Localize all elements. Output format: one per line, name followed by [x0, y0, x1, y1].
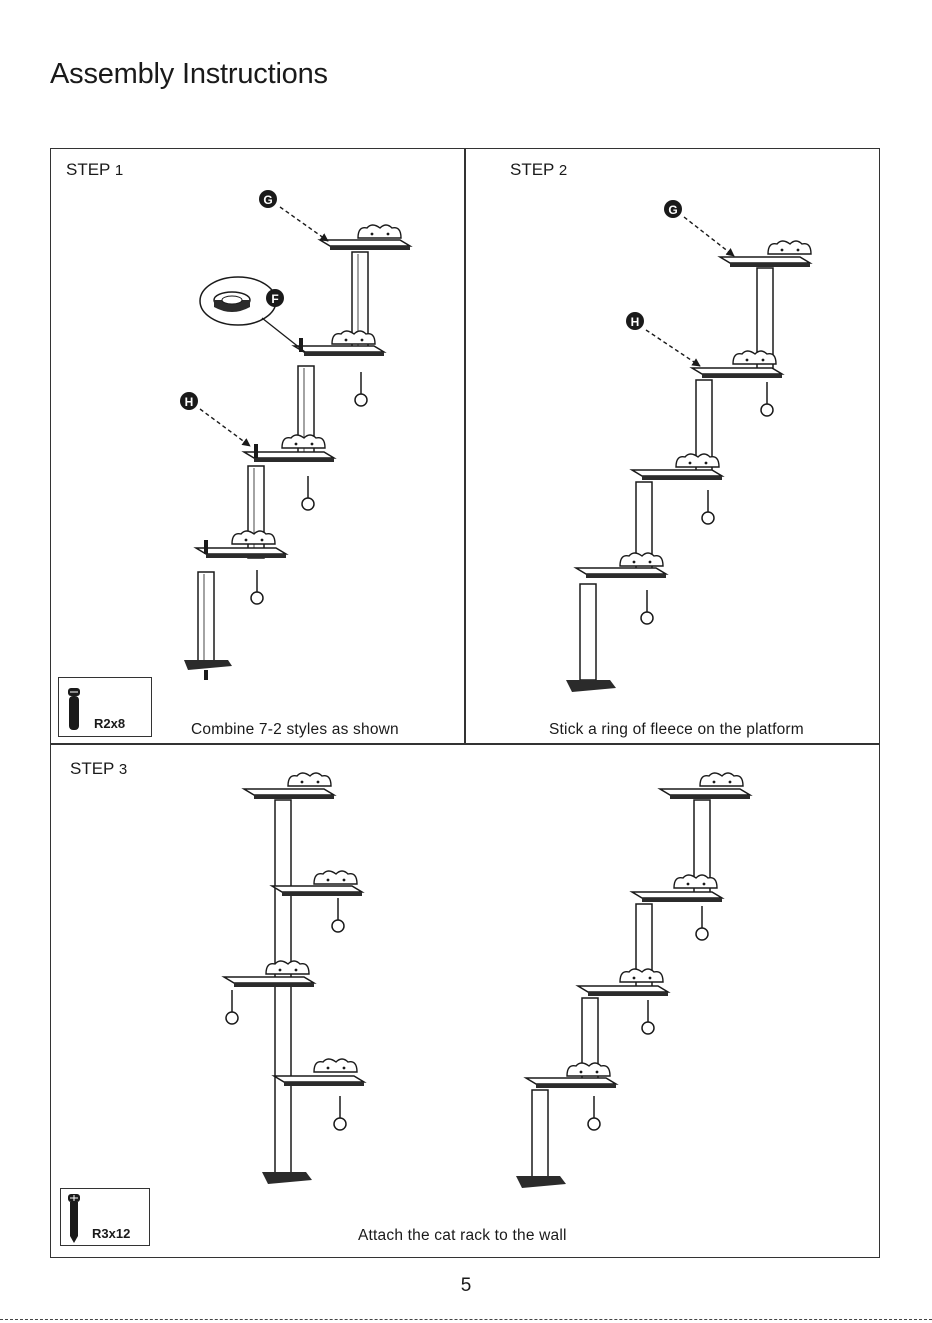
hanging-ball	[642, 1000, 654, 1034]
platform-board	[660, 789, 750, 799]
bumper-ears	[282, 435, 325, 448]
long-screw-icon	[68, 1194, 80, 1243]
platform-board	[720, 257, 810, 267]
sisal-post	[198, 572, 214, 662]
hanging-ball	[332, 898, 344, 932]
callout-f-letter: F	[271, 292, 278, 306]
hanging-ball	[696, 906, 708, 940]
hanging-ball	[251, 570, 263, 604]
sisal-post	[580, 584, 596, 680]
hanging-ball	[588, 1096, 600, 1130]
platform-board	[272, 886, 362, 896]
callout-h-letter: H	[185, 395, 194, 409]
platform-board	[578, 986, 668, 996]
platform-board	[576, 568, 666, 578]
bumper-ears	[700, 773, 743, 786]
platform-board	[692, 368, 782, 378]
hanging-ball	[302, 476, 314, 510]
bumper-ears	[232, 531, 275, 544]
sisal-post	[532, 1090, 548, 1178]
bumper-ears	[358, 225, 401, 238]
bumper-ears	[314, 871, 357, 884]
hanging-ball	[226, 990, 238, 1024]
sisal-post	[275, 800, 291, 1178]
platform-board	[632, 470, 722, 480]
callout-g-letter: G	[668, 203, 677, 217]
bumper-ears	[314, 1059, 357, 1072]
hanging-ball	[702, 490, 714, 524]
step-3-staircase-rack	[516, 773, 750, 1188]
bumper-ears	[620, 969, 663, 982]
platform-board	[526, 1078, 616, 1088]
platform-board	[294, 346, 384, 356]
callout-h-letter: H	[631, 315, 640, 329]
hanging-ball	[355, 372, 367, 406]
wall-base	[516, 1176, 566, 1188]
hanging-ball	[761, 382, 773, 416]
callout-g-letter: G	[263, 193, 272, 207]
wall-base	[262, 1172, 312, 1184]
hanging-ball	[641, 590, 653, 624]
bumper-ears	[768, 241, 811, 254]
bumper-ears	[266, 961, 309, 974]
screw-icon	[68, 688, 80, 730]
platform-board	[244, 789, 334, 799]
platform-board	[320, 240, 410, 250]
platform-board	[274, 1076, 364, 1086]
wall-base	[566, 680, 616, 692]
step-2-assembled-view: G H	[566, 200, 811, 692]
bumper-ears	[288, 773, 331, 786]
platform-board	[224, 977, 314, 987]
hanging-ball	[334, 1096, 346, 1130]
step-3-straight-rack	[224, 773, 364, 1184]
step-1-exploded-view: G H F	[68, 190, 410, 730]
bumper-ears	[620, 553, 663, 566]
platform-board	[632, 892, 722, 902]
platform-board	[196, 548, 286, 558]
wall-base	[184, 660, 232, 670]
bumper-ears	[567, 1063, 610, 1076]
